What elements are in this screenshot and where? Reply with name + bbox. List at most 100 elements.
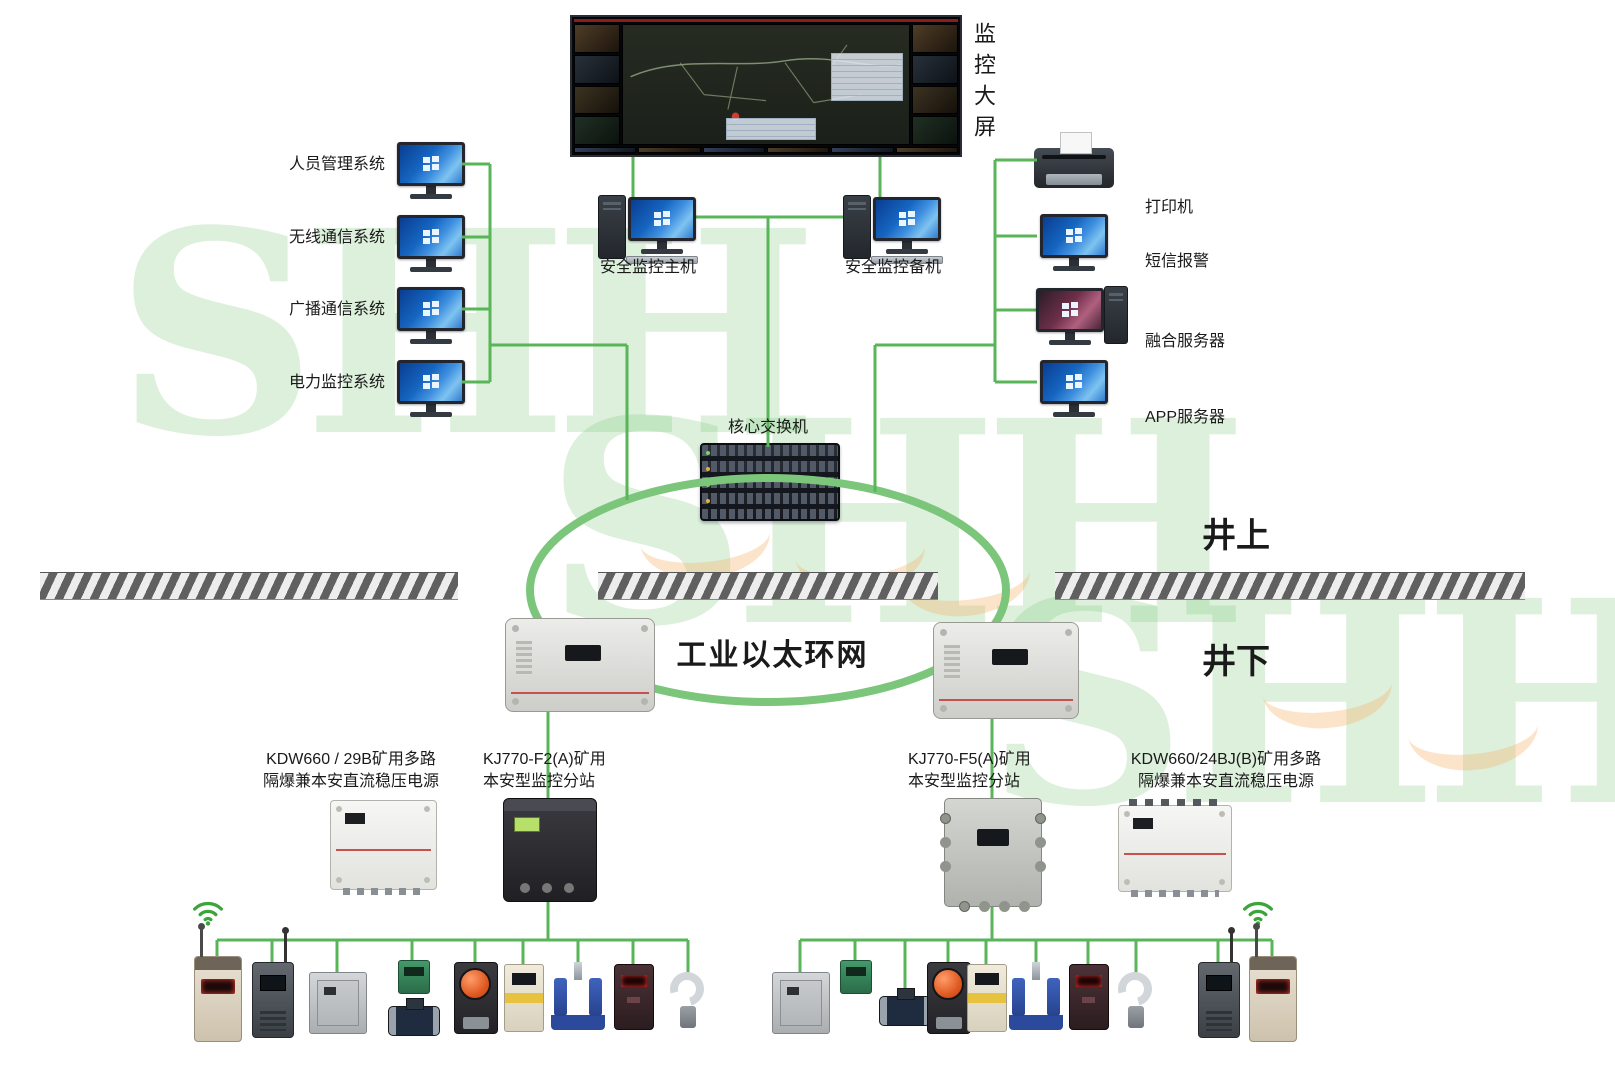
computer-tower (843, 195, 871, 259)
camera-thumbnail (574, 23, 620, 53)
cable-glands (520, 883, 530, 893)
camera-thumbnail (895, 147, 958, 153)
fusion-server-computer (1036, 284, 1130, 350)
wifi-icon (193, 901, 223, 926)
monitor-screen (1040, 214, 1108, 258)
label-power-system: 电力监控系统 (288, 374, 385, 391)
label-right-power: KDW660/24BJ(B)矿用多路 隔爆兼本安直流稳压电源 (1098, 749, 1354, 793)
cable-connectors (959, 901, 970, 912)
computer-tower (1104, 286, 1128, 344)
substation-vent (944, 645, 960, 679)
label-printer: 打印机 (1145, 199, 1194, 216)
small-sensor (398, 960, 430, 994)
wifi-icon (1243, 901, 1273, 926)
label-ethernet-ring: 工业以太环网 (676, 639, 869, 672)
label-underground: 井下 (1202, 643, 1270, 681)
video-wall (570, 15, 962, 157)
mine-map-screen (622, 23, 910, 146)
video-wall-banner (574, 19, 958, 22)
wireless-gas-sensor (194, 923, 242, 1042)
cable-clamp-sensor (663, 972, 713, 1028)
label-sms-alarm: 短信报警 (1145, 253, 1210, 270)
small-sensor (840, 960, 872, 994)
wind-speed-sensor (1009, 962, 1063, 1030)
label-fusion-server: 融合服务器 (1145, 333, 1226, 350)
camera-thumbnail (912, 23, 958, 53)
cable-glands (1129, 799, 1221, 806)
substation-vent (516, 641, 532, 675)
monitor-screen (397, 142, 465, 186)
pump-sensor (388, 998, 440, 1036)
data-panel (831, 52, 903, 101)
monitor (1036, 288, 1104, 346)
personnel-system-monitor (397, 142, 465, 200)
label-line: 本安型监控分站 (908, 773, 1021, 790)
camera-thumbnail (912, 85, 958, 115)
valve-screw (574, 962, 582, 980)
video-wall-main (574, 23, 958, 146)
main-host-computer (598, 193, 698, 264)
monitor (628, 197, 696, 255)
right-substation-enclosure (933, 622, 1079, 719)
antenna (1253, 923, 1260, 957)
pump-sensor (879, 988, 931, 1026)
dust-sensor (967, 964, 1007, 1032)
ground-hatch-center (598, 572, 938, 600)
label-main-host: 安全监控主机 (599, 259, 696, 276)
camera-thumbnail (766, 147, 830, 153)
camera-thumbnail (702, 147, 765, 153)
ground-hatch-left (40, 572, 458, 600)
power-display (1133, 818, 1153, 829)
label-left-station: KJ770-F2(A)矿用 本安型监控分站 (483, 749, 673, 793)
label-line: KJ770-F2(A)矿用 (483, 751, 606, 768)
right-monitoring-substation (940, 798, 1046, 912)
right-power-supply (1118, 799, 1232, 897)
camera-thumbnail (831, 147, 894, 153)
label-line: 本安型监控分站 (483, 773, 596, 790)
backup-host-computer (843, 193, 943, 264)
monitor-screen (397, 215, 465, 259)
camera-thumbnail (912, 54, 958, 84)
video-wall-label: 监控大屏 (971, 22, 996, 146)
antenna (282, 927, 289, 963)
antenna (1228, 927, 1235, 963)
monitor-screen (873, 197, 941, 241)
power-ports (1131, 890, 1219, 897)
wireless-gas-sensor (1249, 923, 1297, 1042)
camera-thumbnail (574, 85, 620, 115)
monitor-screen (628, 197, 696, 241)
telemetry-sensor (252, 927, 294, 1038)
telemetry-sensor (1198, 927, 1240, 1038)
junction-sensor (309, 972, 367, 1034)
cable-clamp-sensor (1111, 972, 1161, 1028)
co-sensor (1069, 964, 1109, 1030)
label-surface: 井上 (1202, 517, 1270, 555)
ground-hatch-right (1055, 572, 1525, 600)
app-server-monitor (1040, 360, 1108, 418)
camera-thumbnail (574, 147, 637, 153)
video-wall-left-column (574, 23, 620, 146)
video-wall-right-column (912, 23, 958, 146)
keyboard (871, 256, 943, 264)
substation-display (991, 649, 1028, 665)
label-broadcast-system: 广播通信系统 (288, 301, 385, 318)
label-core-switch: 核心交换机 (727, 419, 808, 436)
label-personnel-system: 人员管理系统 (288, 156, 385, 173)
label-wireless-system: 无线通信系统 (288, 229, 385, 246)
label-line: 隔爆兼本安直流稳压电源 (1137, 773, 1314, 790)
valve-screw (1032, 962, 1040, 980)
label-backup-host: 安全监控备机 (844, 259, 941, 276)
label-right-station: KJ770-F5(A)矿用 本安型监控分站 (908, 749, 1098, 793)
broadcast-system-monitor (397, 287, 465, 345)
left-substation-enclosure (505, 618, 655, 712)
label-line: KDW660 / 29B矿用多路 (266, 751, 436, 768)
wireless-system-monitor (397, 215, 465, 273)
dust-sensor (504, 964, 544, 1032)
camera-thumbnail (574, 54, 620, 84)
printer (1034, 132, 1114, 188)
ethernet-ring (526, 474, 1010, 706)
antenna (198, 923, 205, 957)
gas-detector (927, 962, 971, 1034)
